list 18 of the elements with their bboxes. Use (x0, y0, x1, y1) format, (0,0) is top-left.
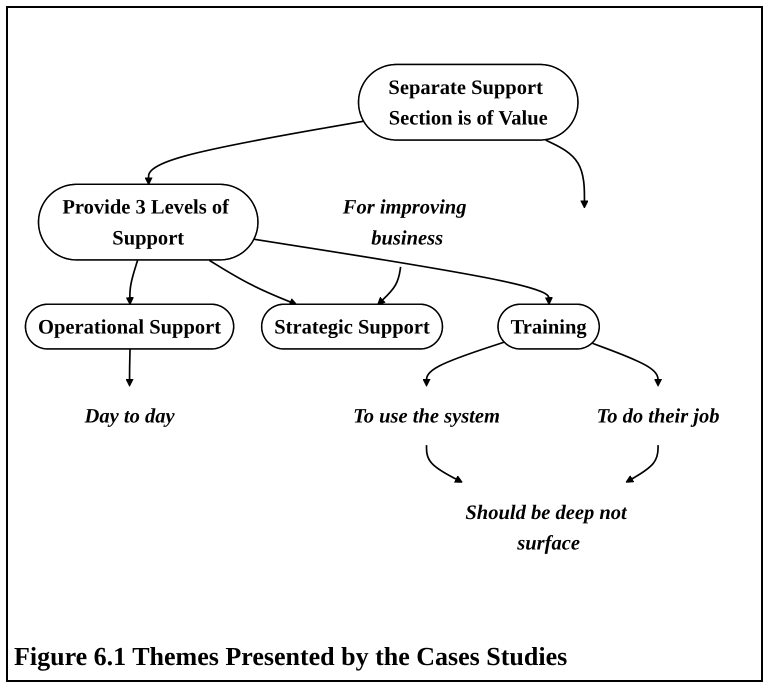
node-text: For improving business (342, 194, 466, 249)
node-text: To do their job (596, 404, 720, 428)
figure-caption: Figure 6.1 Themes Presented by the Cases Studies (14, 642, 568, 672)
arrow (208, 259, 298, 306)
arrow (592, 342, 662, 386)
node-text: Day to day (84, 404, 175, 428)
arrow (377, 266, 402, 305)
arrow (126, 260, 138, 305)
arrow (422, 341, 505, 386)
arrow (626, 444, 659, 483)
arrow (426, 444, 463, 483)
arrow (545, 139, 589, 208)
arrow (254, 238, 553, 305)
node-text: Should be deep not surface (465, 500, 627, 554)
arrow (125, 349, 134, 386)
figure-frame: Separate Support Section is of Value Provide 3 Levels of Support Operational Support Strategic Support Training Day to day For improving business To use the system To do their job Should be deep not surface Figure 6.1 Themes Presented by the Cases Studies (6, 6, 763, 682)
node-text: To use the system (353, 404, 500, 428)
arrow (144, 120, 364, 185)
